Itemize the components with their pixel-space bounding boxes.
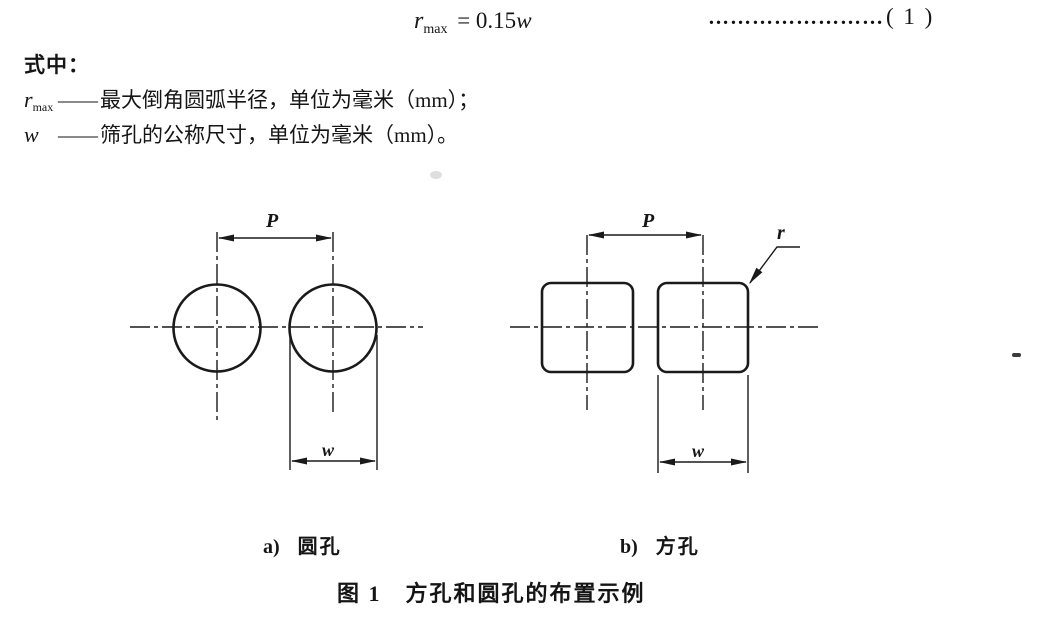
definition-rmax: rmax——最大倒角圆弧半径，单位为毫米（mm）； <box>24 84 479 115</box>
arrowhead <box>218 234 234 242</box>
subfigure-letter: b) <box>620 536 638 558</box>
formula-symbol-r: r <box>414 8 424 34</box>
definition-dash: —— <box>58 123 98 147</box>
formula-rhs: = 0.15 <box>457 8 517 33</box>
subfigure-letter: a) <box>263 536 280 558</box>
arrowhead <box>291 457 307 465</box>
arrowhead <box>659 458 675 466</box>
arrowhead <box>360 457 376 465</box>
arrowhead <box>731 458 747 466</box>
definition-symbol: w <box>24 122 39 147</box>
arrowhead <box>316 234 332 242</box>
subfigure-title: 方孔 <box>655 536 700 558</box>
arrowhead <box>588 231 604 239</box>
label-width-b: w <box>692 441 705 461</box>
arrowhead <box>749 267 763 284</box>
subfigure-caption-b: b) 方孔 <box>620 530 700 559</box>
label-corner-radius: r <box>777 222 785 244</box>
scan-speck-artifact <box>1012 353 1021 357</box>
square-hole-right <box>656 281 750 374</box>
figure-caption: 图 1 方孔和圆孔的布置示例 <box>337 581 646 606</box>
equation-leader: …………………… ( 1 ) <box>708 4 934 30</box>
scan-smudge-artifact <box>430 171 442 179</box>
square-hole-left <box>540 281 635 374</box>
subfigure-caption-a: a) 圆孔 <box>263 530 342 559</box>
formula-subscript-max: max <box>423 22 448 37</box>
definition-text: 筛孔的公称尺寸，单位为毫米（mm）。 <box>100 123 459 147</box>
equation-number: ( 1 ) <box>886 4 935 29</box>
round-hole-right <box>288 283 378 373</box>
definition-dash: —— <box>58 88 98 112</box>
definitions-intro: 式中： <box>24 53 90 77</box>
leader-line-r <box>749 246 800 284</box>
arrowhead <box>686 231 702 239</box>
round-hole-left <box>172 283 262 373</box>
definition-text: 最大倒角圆弧半径，单位为毫米（mm）； <box>100 88 480 112</box>
definition-symbol: rmax <box>24 87 54 114</box>
label-width-a: w <box>322 440 335 460</box>
label-pitch-b: P <box>642 210 655 232</box>
leader-dots: …………………… <box>708 4 884 29</box>
formula-symbol-w: w <box>516 8 532 33</box>
formula-rmax: rmax = 0.15w <box>414 8 532 38</box>
label-pitch-a: P <box>266 210 279 232</box>
definition-w: w ——筛孔的公称尺寸，单位为毫米（mm）。 <box>24 119 458 150</box>
subfigure-title: 圆孔 <box>297 536 342 558</box>
